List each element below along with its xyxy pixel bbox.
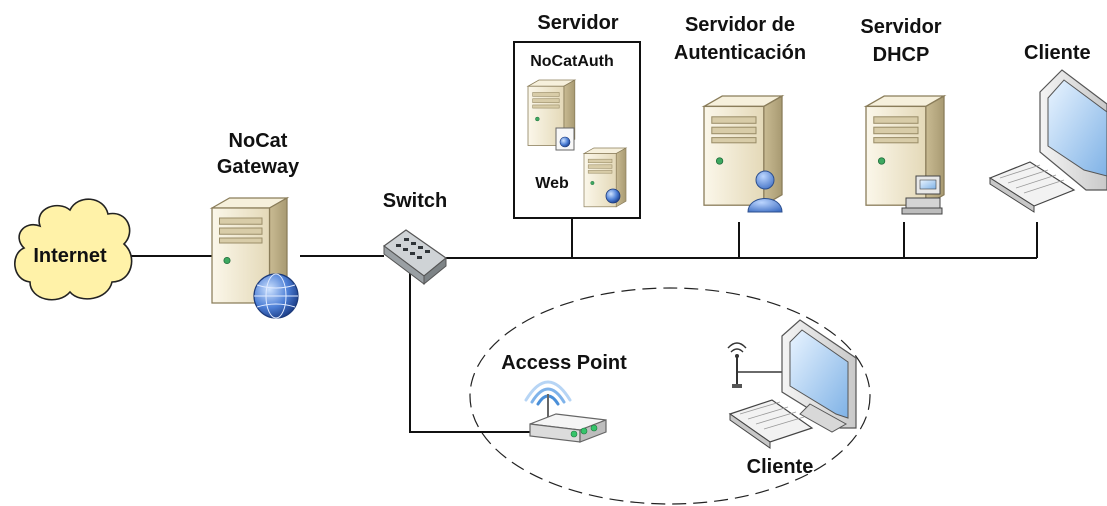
antenna-icon [727,342,747,388]
wireless-zone [469,287,871,505]
dhcp-server-label-line1: Servidor [860,16,942,38]
auth-server-icon [703,95,783,206]
gateway-label-line1: NoCat [228,130,288,152]
switch-label: Switch [382,190,448,212]
router-icon [529,394,607,443]
dhcp-server-label-line2: DHCP [872,44,930,66]
auth-server-label-line1: Servidor de [684,14,796,36]
nocatauth-label: NoCatAuth [530,53,614,70]
globe-icon [253,273,299,319]
cliente-wireless-label: Cliente [746,456,814,478]
cliente-top-label: Cliente [1024,42,1091,64]
web-label: Web [535,175,569,192]
switch-icon [382,229,447,286]
web-globe-icon [605,188,621,204]
auth-server-label-line2: Autenticación [673,42,807,64]
wireless-monitor-icon [781,319,857,433]
wireless-keyboard-icon [728,399,814,449]
printer-icon [901,175,943,215]
cloud-icon [14,198,133,301]
user-icon [747,170,783,213]
certificate-icon [555,127,575,151]
servidor-label: Servidor [537,12,619,34]
connection-lines [128,218,1038,433]
gateway-label-line2: Gateway [216,156,300,178]
keyboard-icon [988,161,1076,213]
internet-label: Internet [33,245,107,267]
access-point-label: Access Point [501,352,627,374]
monitor-icon [1039,69,1107,191]
